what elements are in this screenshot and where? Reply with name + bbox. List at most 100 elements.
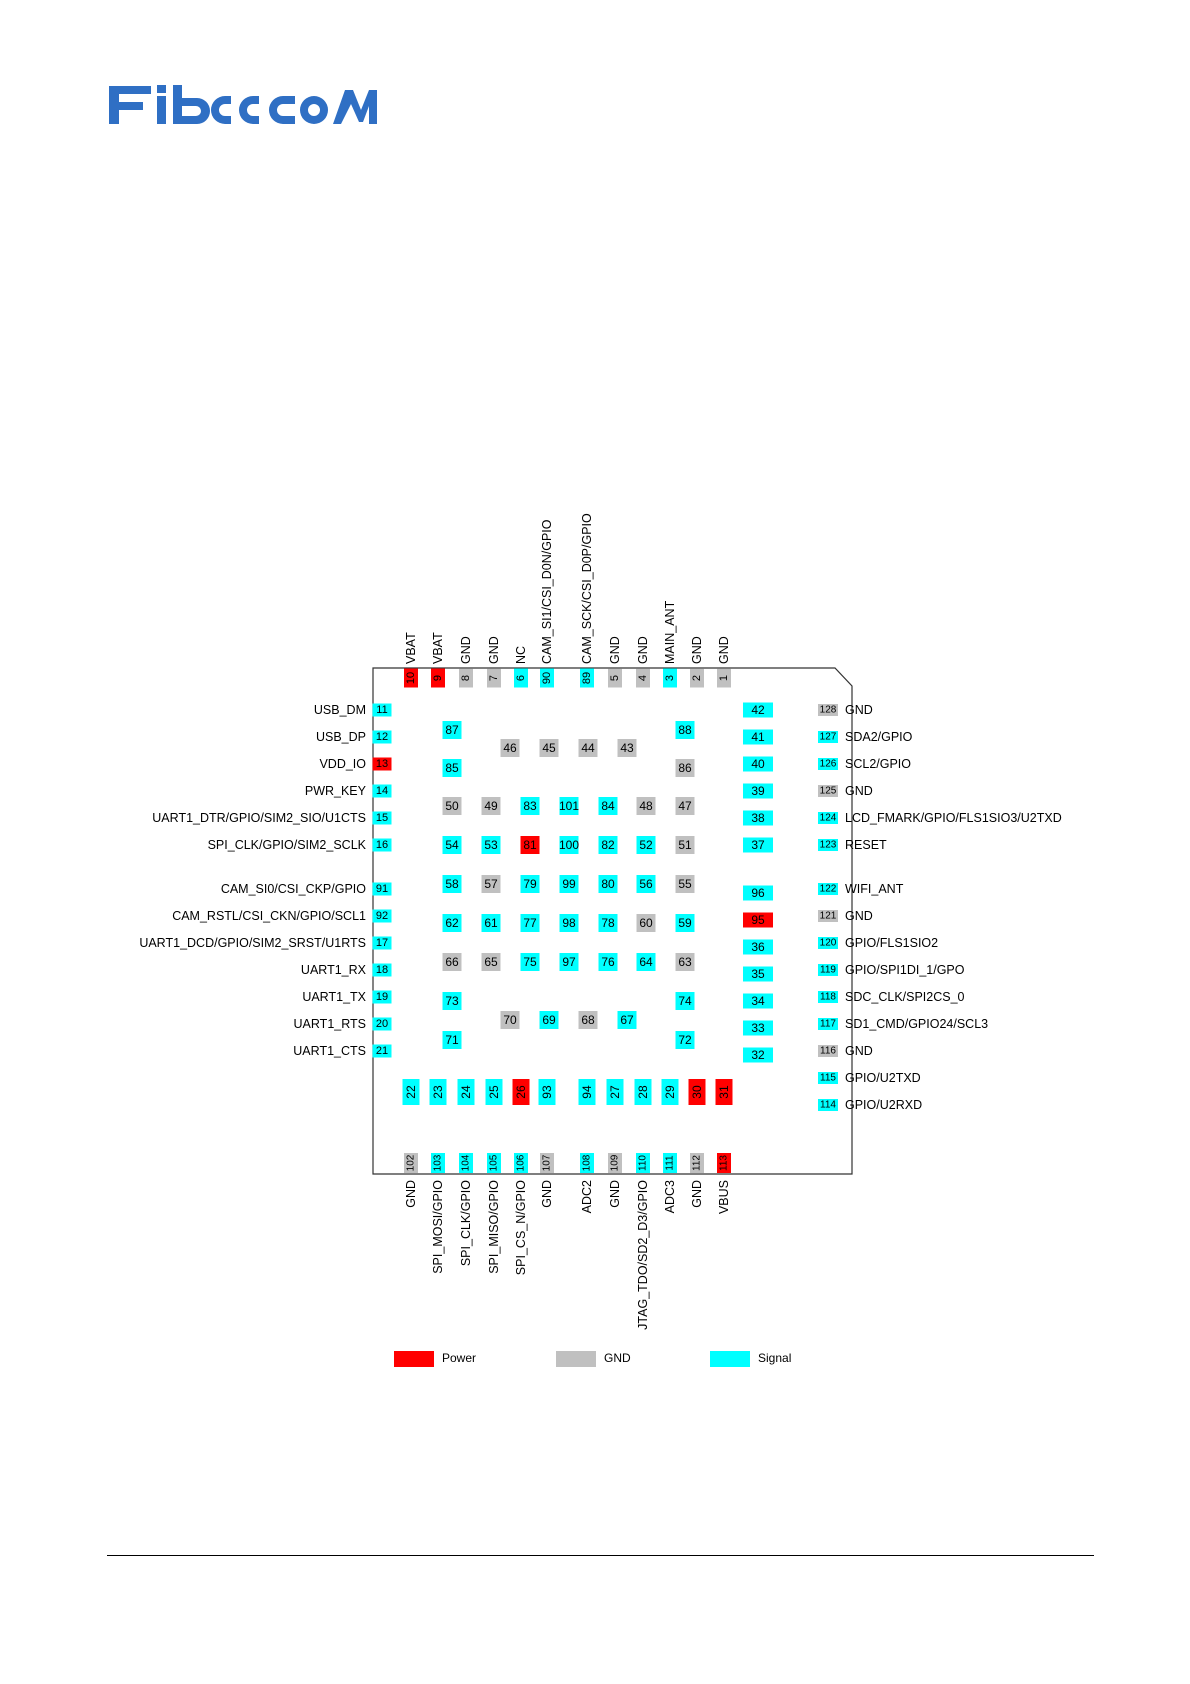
pin-105-fill — [487, 1153, 501, 1173]
pin-8-number: 8 — [460, 675, 472, 681]
pad-82-fill — [598, 836, 618, 854]
pad-84-fill — [598, 797, 618, 815]
pad-80: 80 — [598, 875, 618, 893]
pin-104-number: 104 — [461, 1154, 472, 1171]
pin-11-fill — [372, 703, 392, 717]
pad-96-number: 96 — [751, 886, 765, 900]
pad-93: 93 — [538, 1079, 556, 1105]
pin-102: 102 — [404, 1153, 418, 1173]
pad-68: 68 — [578, 1011, 598, 1029]
footer-rule — [107, 1555, 1094, 1556]
pin-111-label: ADC3 — [663, 1180, 677, 1213]
pad-36: 36 — [743, 939, 773, 955]
pin-5-label: GND — [608, 636, 622, 664]
pad-58-fill — [442, 875, 462, 893]
pad-66-number: 66 — [445, 955, 459, 969]
pin-110: 110 — [636, 1153, 650, 1173]
pin-110-label: JTAG_TDO/SD2_D3/GPIO — [636, 1180, 650, 1330]
pad-40-number: 40 — [751, 757, 765, 771]
legend-label-gnd: GND — [604, 1351, 631, 1365]
pin-106-label: SPI_CS_N/GPIO — [514, 1180, 528, 1275]
pad-43-number: 43 — [620, 741, 634, 755]
pad-100-fill — [559, 836, 579, 854]
pad-81: 81 — [520, 836, 540, 854]
pad-37: 37 — [743, 837, 773, 853]
pin-6: 6 — [514, 668, 528, 688]
pad-57-number: 57 — [484, 877, 498, 891]
pin-107-label: GND — [540, 1180, 554, 1208]
fibocom-logo — [109, 85, 377, 124]
pin-4-number: 4 — [637, 675, 649, 681]
pad-42-number: 42 — [751, 703, 765, 717]
pin-109-number: 109 — [610, 1154, 621, 1171]
pin-18-label: UART1_RX — [301, 963, 367, 977]
pad-70-fill — [500, 1011, 520, 1029]
pad-43-fill — [617, 739, 637, 757]
pad-73-fill — [442, 992, 462, 1010]
pad-62-fill — [442, 914, 462, 932]
pad-62-number: 62 — [445, 916, 459, 930]
pin-116: 116 — [818, 1045, 838, 1057]
pad-30-fill — [688, 1079, 706, 1105]
pad-75: 75 — [520, 953, 540, 971]
pin-21-label: UART1_CTS — [293, 1044, 366, 1058]
pin-112-fill — [690, 1153, 704, 1173]
pad-79-number: 79 — [523, 877, 537, 891]
legend-label-signal: Signal — [758, 1351, 792, 1365]
pin-104-fill — [459, 1153, 473, 1173]
pin-90-label: CAM_SI1/CSI_D0N/GPIO — [540, 519, 554, 664]
pin-21: 21 — [372, 1044, 392, 1058]
pin-19-number: 19 — [376, 991, 388, 1003]
pin-92-fill — [372, 909, 392, 923]
pin-114-fill — [818, 1099, 838, 1111]
legend-swatch-signal — [710, 1351, 750, 1367]
pin-91-number: 91 — [376, 883, 388, 895]
pin-6-fill — [514, 668, 528, 688]
pad-63-fill — [675, 953, 695, 971]
pad-22-number: 22 — [404, 1085, 418, 1099]
pad-26-fill — [512, 1079, 530, 1105]
pin-6-label: NC — [514, 646, 528, 664]
pin-7-label: GND — [487, 636, 501, 664]
pad-76-fill — [598, 953, 618, 971]
pin-113-label: VBUS — [717, 1180, 731, 1214]
pad-38-fill — [743, 810, 773, 826]
pin-16-label: SPI_CLK/GPIO/SIM2_SCLK — [208, 838, 367, 852]
pad-95: 95 — [743, 912, 773, 928]
pad-99-number: 99 — [562, 877, 576, 891]
pin-118-fill — [818, 991, 838, 1003]
pad-100-number: 100 — [559, 838, 579, 852]
pad-70-number: 70 — [503, 1013, 517, 1027]
pin-5-fill — [608, 668, 622, 688]
pad-85-fill — [442, 759, 462, 777]
pin-103-label: SPI_MOSI/GPIO — [431, 1180, 445, 1274]
pin-9-label: VBAT — [431, 632, 445, 664]
pin-122-number: 122 — [820, 884, 837, 895]
pad-74-number: 74 — [678, 994, 692, 1008]
pad-51-number: 51 — [678, 838, 692, 852]
pin-18-number: 18 — [376, 964, 388, 976]
pin-17: 17 — [372, 936, 392, 950]
pad-27: 27 — [606, 1079, 624, 1105]
pad-41-fill — [743, 729, 773, 745]
pad-81-number: 81 — [523, 838, 537, 852]
pin-107-number: 107 — [542, 1154, 553, 1171]
pad-98-number: 98 — [562, 916, 576, 930]
pad-97: 97 — [559, 953, 579, 971]
pad-29: 29 — [661, 1079, 679, 1105]
pad-39-fill — [743, 783, 773, 799]
pin-103-fill — [431, 1153, 445, 1173]
pin-12: 12 — [372, 730, 392, 744]
pin-7-fill — [487, 668, 501, 688]
pin-106: 106 — [514, 1153, 528, 1173]
pin-104: 104 — [459, 1153, 473, 1173]
pin-114-label: GPIO/U2RXD — [845, 1098, 922, 1112]
pad-58: 58 — [442, 875, 462, 893]
pad-96: 96 — [743, 885, 773, 901]
pad-76-number: 76 — [601, 955, 615, 969]
pad-48-fill — [636, 797, 656, 815]
pad-76: 76 — [598, 953, 618, 971]
pad-55: 55 — [675, 875, 695, 893]
pin-14-fill — [372, 784, 392, 798]
